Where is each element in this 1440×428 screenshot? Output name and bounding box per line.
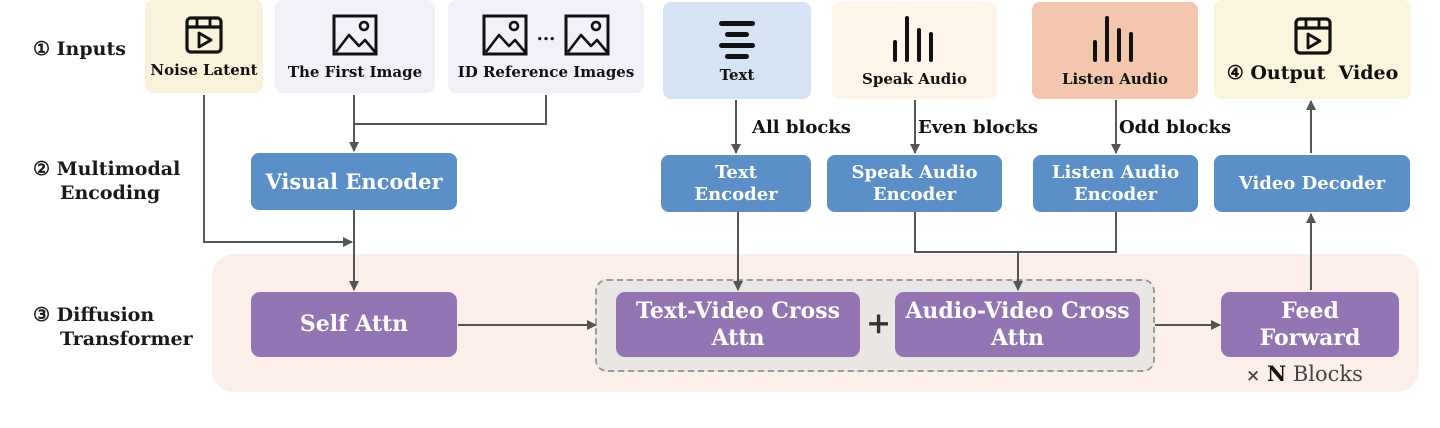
- output-video-box: ④ Output Video: [1214, 0, 1411, 99]
- stage-encoding-label: ② Multimodal Encoding: [33, 157, 180, 205]
- image-icon: [332, 14, 378, 55]
- audio-video-cross-attn-block: Audio-Video Cross Attn: [895, 292, 1140, 357]
- text-cross-line1: Text-Video Cross: [636, 297, 840, 324]
- audio-waveform-icon: [1093, 15, 1133, 62]
- listen-audio-encoder: Listen Audio Encoder: [1033, 155, 1198, 212]
- noise-latent-label: Noise Latent: [150, 60, 258, 79]
- repeat-n: N: [1266, 361, 1287, 386]
- ffn-line1: Feed: [1281, 297, 1339, 324]
- noise-latent-box: Noise Latent: [145, 0, 263, 93]
- feed-forward-block: Feed Forward: [1221, 292, 1399, 357]
- id-reference-icons: ...: [481, 13, 612, 57]
- audio-cross-line1: Audio-Video Cross: [905, 297, 1130, 324]
- stage-encoding-line2: Encoding: [60, 182, 161, 204]
- audio-waveform-icon: [892, 15, 933, 62]
- stage-encoding-line1: ② Multimodal: [33, 158, 181, 180]
- odd-blocks-label: Odd blocks: [1119, 117, 1232, 138]
- text-input-box: Text: [663, 2, 811, 99]
- even-blocks-label: Even blocks: [918, 117, 1038, 138]
- audio-cross-line2: Attn: [990, 324, 1044, 351]
- video-file-icon: [1293, 16, 1332, 55]
- image-icon: [482, 14, 528, 55]
- speak-encoder-line1: Speak Audio: [851, 161, 978, 183]
- id-reference-box: ... ID Reference Images: [448, 0, 644, 93]
- text-encoder-line2: Encoder: [694, 183, 778, 205]
- self-attn-label: Self Attn: [299, 311, 409, 337]
- audio-encoders-merge: [914, 212, 1117, 253]
- stage-transformer-line2: Transformer: [60, 328, 193, 350]
- first-image-box: The First Image: [275, 0, 435, 93]
- plus-sign: +: [866, 306, 892, 341]
- all-blocks-label: All blocks: [752, 117, 851, 138]
- repeat-blocks: Blocks: [1292, 362, 1363, 386]
- video-file-icon: [185, 15, 223, 54]
- noise-latent-line: [203, 95, 353, 247]
- ellipsis-label: ...: [536, 23, 556, 45]
- self-attn-block: Self Attn: [251, 292, 457, 357]
- text-cross-line2: Attn: [711, 324, 765, 351]
- id-reference-label: ID Reference Images: [457, 62, 635, 81]
- video-decoder-label: Video Decoder: [1238, 172, 1386, 194]
- text-lines-icon: [719, 20, 755, 59]
- stage-transformer-line1: ③ Diffusion: [33, 304, 155, 326]
- listen-audio-label: Listen Audio: [1061, 69, 1169, 88]
- ffn-line2: Forward: [1259, 324, 1361, 351]
- speak-audio-encoder: Speak Audio Encoder: [827, 155, 1002, 212]
- image-icon: [564, 14, 610, 55]
- first-image-label: The First Image: [287, 62, 423, 81]
- listen-audio-box: Listen Audio: [1032, 2, 1198, 99]
- speak-encoder-line2: Encoder: [872, 183, 957, 205]
- text-encoder: Text Encoder: [661, 155, 811, 212]
- text-input-label: Text: [719, 65, 755, 84]
- stage-transformer-label: ③ Diffusion Transformer: [33, 303, 193, 351]
- stage-inputs-label: ① Inputs: [33, 38, 126, 60]
- text-video-cross-attn-block: Text-Video Cross Attn: [616, 292, 860, 357]
- listen-encoder-line2: Encoder: [1073, 183, 1158, 205]
- n-blocks-label: × N Blocks: [1246, 361, 1363, 386]
- id-reference-merge-line: [354, 95, 547, 125]
- speak-audio-label: Speak Audio: [862, 69, 967, 88]
- visual-encoder: Visual Encoder: [251, 153, 457, 210]
- listen-encoder-line1: Listen Audio: [1051, 161, 1180, 183]
- video-decoder: Video Decoder: [1214, 155, 1410, 212]
- speak-audio-box: Speak Audio: [832, 2, 997, 99]
- visual-encoder-label: Visual Encoder: [265, 168, 443, 194]
- output-video-label: ④ Output Video: [1226, 61, 1399, 84]
- repeat-x: ×: [1246, 366, 1261, 386]
- text-encoder-line1: Text: [715, 161, 757, 183]
